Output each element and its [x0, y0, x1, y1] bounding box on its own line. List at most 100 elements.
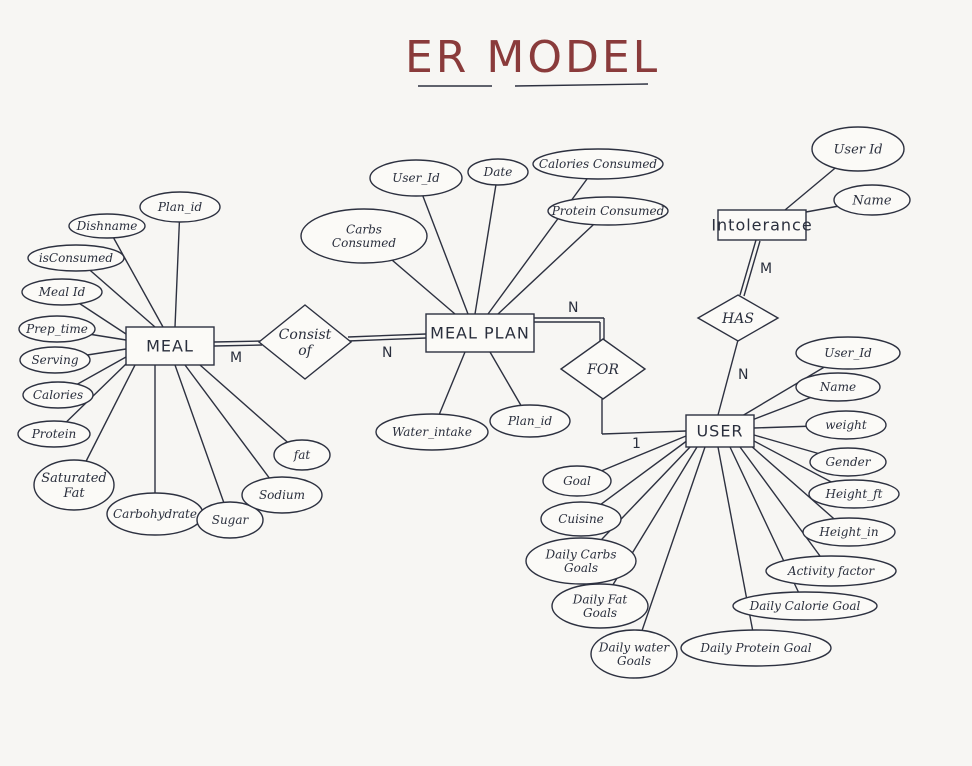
label-text: Serving: [31, 353, 78, 367]
meal-attribute: Sodium: [241, 476, 323, 514]
label-text: User_Id: [392, 171, 440, 185]
label-text: Goals: [564, 561, 598, 575]
meal-attribute: Meal Id: [21, 278, 103, 306]
label-text: Water_intake: [392, 425, 472, 439]
label-text: Height_in: [818, 525, 878, 539]
entity-box: [425, 313, 535, 353]
label-text: Goal: [563, 474, 591, 488]
meal-attribute: fat: [273, 439, 331, 471]
meal-attribute: isConsumed: [27, 244, 125, 272]
user-attribute-link: [749, 444, 850, 533]
meal-consist-link: [213, 344, 263, 347]
label-text: Protein Consumed: [551, 204, 665, 218]
label-text: Date: [483, 165, 513, 179]
meal-attribute: Plan_id: [139, 191, 221, 223]
title-underline-right: [514, 83, 649, 87]
entity-user: USER: [685, 414, 755, 448]
intolerance-attribute: User Id: [811, 126, 905, 172]
attribute-oval: [808, 479, 900, 509]
attribute-oval: [532, 148, 664, 180]
meal-plan-attribute: Date: [467, 158, 529, 186]
consist-plan-link: [347, 337, 427, 342]
label-text: Daily Fat: [572, 592, 628, 606]
relationship-diamond: [696, 294, 780, 342]
label-text: User Id: [833, 143, 882, 158]
user-attribute-link: [717, 446, 757, 649]
attribute-oval: [139, 191, 221, 223]
label-text: Intolerance: [711, 215, 812, 234]
attribute-oval: [765, 555, 897, 587]
label-text: USER: [696, 421, 743, 440]
attribute-oval: [833, 184, 911, 216]
meal-attribute: Carbohydrate: [106, 492, 204, 536]
attribute-oval: [241, 476, 323, 514]
for-user-link: [601, 430, 687, 435]
attribute-oval: [22, 381, 94, 409]
meal-attribute: Dishname: [68, 213, 146, 239]
entity-box: [685, 414, 755, 448]
attribute-oval: [547, 196, 669, 226]
cardinality-user-has: N: [738, 367, 748, 383]
relationship-has: HAS: [696, 294, 780, 342]
attribute-oval: [375, 413, 489, 451]
attribute-oval: [27, 244, 125, 272]
label-text: Sodium: [259, 488, 305, 502]
attribute-oval: [17, 420, 91, 448]
user-attribute: weight: [805, 410, 887, 440]
attribute-oval: [467, 158, 529, 186]
attribute-oval: [273, 439, 331, 471]
label-text: Daily water: [598, 640, 670, 654]
label-text: Plan_id: [507, 414, 553, 428]
meal-attribute: Serving: [19, 346, 91, 374]
meal-plan-attribute: Water_intake: [375, 413, 489, 451]
user-attribute: User_Id: [795, 336, 901, 370]
label-text: Height_ft: [825, 487, 883, 501]
meal-attribute: Protein: [17, 420, 91, 448]
user-has-link: [717, 339, 739, 416]
relationship-diamond: [257, 304, 353, 380]
cardinality-meal-consist: M: [230, 350, 242, 366]
label-text: Daily Carbs: [545, 547, 617, 561]
attribute-oval: [18, 315, 96, 343]
label-text: Consumed: [332, 236, 397, 250]
cardinality-has-intolerance: M: [760, 261, 772, 277]
meal-attribute: Sugar: [196, 501, 264, 539]
attribute-oval: [551, 583, 649, 629]
user-attribute: Activity factor: [765, 555, 897, 587]
has-intolerance-link: [739, 239, 757, 296]
label-text: Name: [819, 380, 856, 394]
label-text: Fat: [62, 486, 85, 501]
relationship-diamond: [559, 338, 647, 400]
cardinality-for-user: 1: [632, 436, 641, 452]
label-text: Calories: [33, 388, 83, 402]
attribute-oval: [795, 336, 901, 370]
meal-plan-attribute-link: [497, 210, 609, 315]
label-text: FOR: [586, 362, 619, 378]
meal-plan-attribute: User_Id: [369, 159, 463, 197]
label-text: MEAL: [146, 336, 194, 355]
entity-intolerance: Intolerance: [711, 209, 812, 241]
label-text: User_Id: [824, 346, 872, 360]
attribute-oval: [68, 213, 146, 239]
entity-meal: MEAL: [125, 326, 215, 366]
attribute-oval: [540, 501, 622, 537]
attribute-oval: [369, 159, 463, 197]
meal-plan-attribute-link: [415, 177, 469, 315]
label-text: weight: [825, 418, 867, 432]
label-text: Activity factor: [787, 564, 875, 578]
user-attribute: Name: [795, 372, 881, 402]
attribute-oval: [802, 517, 896, 547]
meal-attribute: Prep_time: [18, 315, 96, 343]
meal-plan-attribute-link: [474, 171, 499, 315]
meal-attribute-link: [106, 225, 164, 328]
label-text: HAS: [721, 311, 754, 327]
cardinality-consist-plan: N: [382, 345, 392, 361]
attribute-oval: [805, 410, 887, 440]
attribute-oval: [33, 459, 115, 511]
meal-plan-attribute: Calories Consumed: [532, 148, 664, 180]
meal-attribute-link: [174, 364, 231, 521]
